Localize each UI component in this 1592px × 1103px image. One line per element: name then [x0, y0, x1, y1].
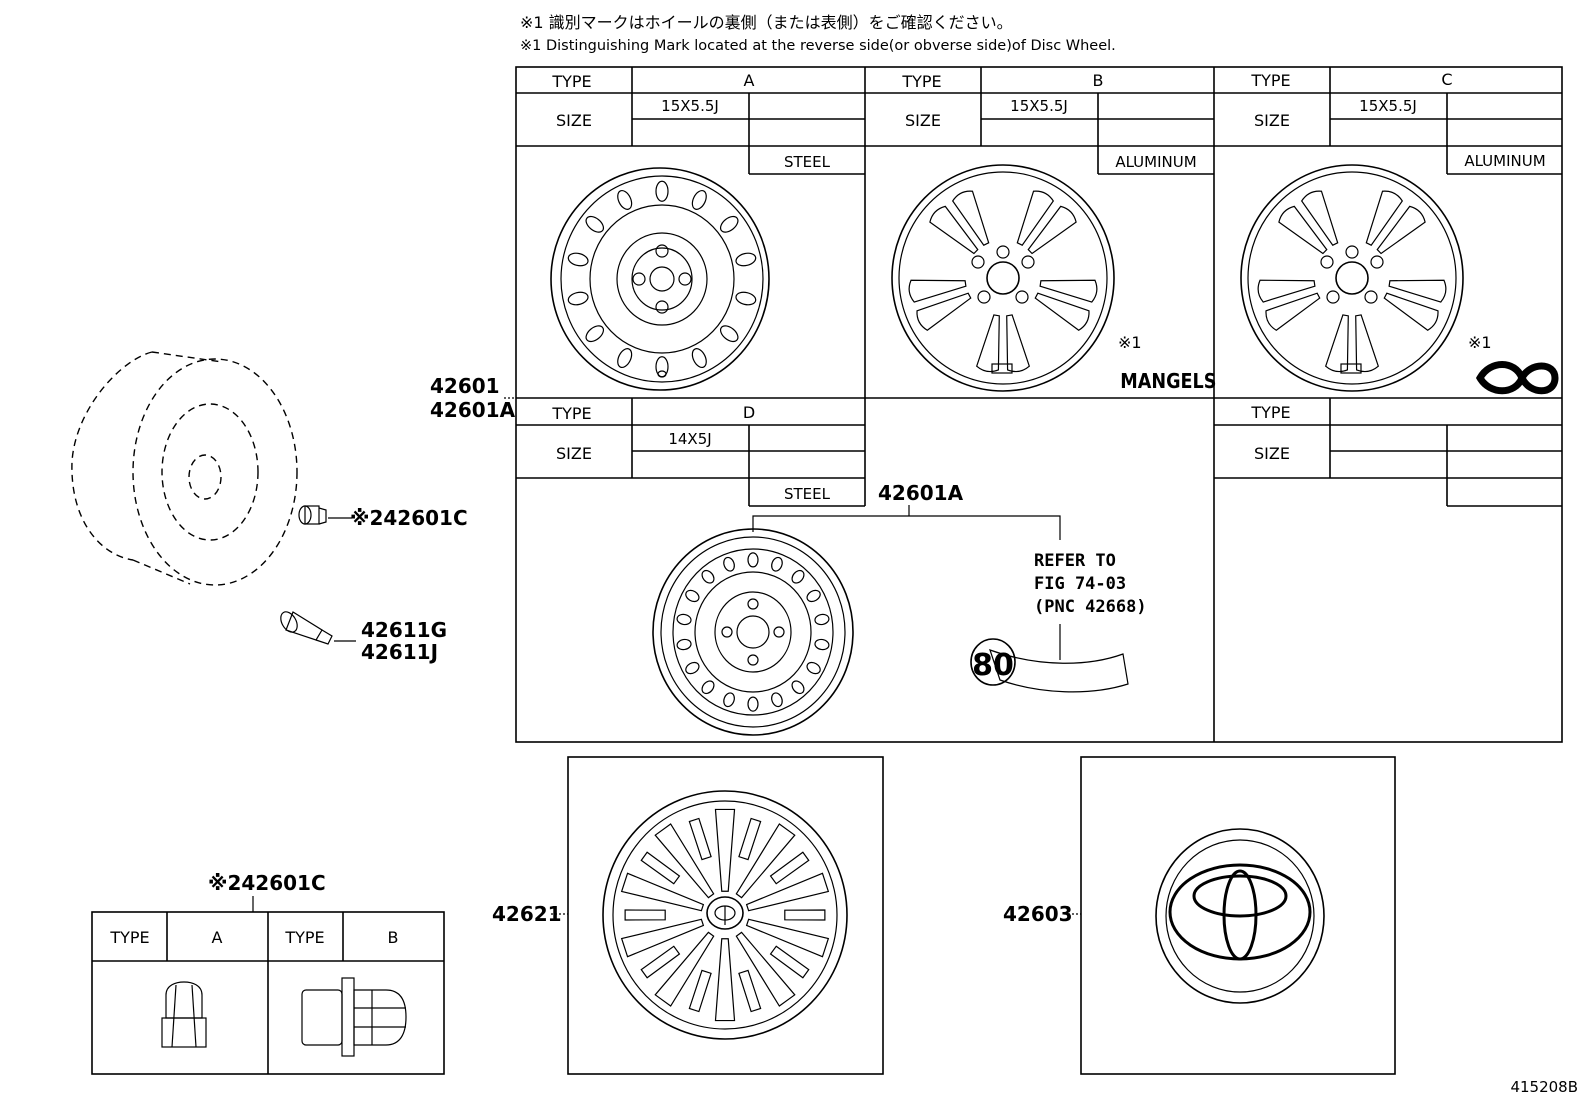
steel-wheel-type-a-drawing	[550, 167, 770, 391]
refer-line-1: REFER TO	[1034, 551, 1116, 571]
lug-nut-drawing	[298, 505, 352, 525]
type-value-c: C	[1441, 70, 1452, 89]
callout-nut: ※242601C	[350, 506, 468, 530]
nut-type-header-b: TYPE	[284, 928, 324, 947]
speed-label-sticker: 80	[970, 638, 1129, 693]
center-ornament-box	[1080, 756, 1396, 1075]
callout-42601: 42601	[430, 374, 500, 398]
material-c: ALUMINUM	[1464, 152, 1545, 170]
size-header-d: SIZE	[556, 444, 592, 463]
type-header-d: TYPE	[551, 404, 591, 423]
material-b: ALUMINUM	[1115, 153, 1196, 171]
tire-outline-drawing	[71, 351, 298, 586]
type-value-b: B	[1093, 71, 1104, 90]
wheel-type-table: TYPE A SIZE 15X5.5J STEEL TYPE B SIZE 15…	[515, 66, 1563, 743]
spare-wheel-type-d-drawing	[652, 528, 854, 736]
callout-valve-42611j: 42611J	[361, 640, 438, 664]
type-value-d: D	[743, 403, 755, 422]
nut-type-a-drawing	[161, 981, 207, 1048]
mangels-mark: MANGELS	[1120, 371, 1216, 393]
callout-42601a: 42601A	[430, 398, 516, 422]
size-header-a: SIZE	[556, 111, 592, 130]
callout-spare-42601a: 42601A	[878, 481, 964, 505]
size-value-d: 14X5J	[668, 430, 711, 448]
refer-line-2: FIG 74-03	[1034, 574, 1126, 594]
aluminum-wheel-type-c-drawing	[1240, 164, 1464, 392]
infinity-mark-icon	[1475, 361, 1559, 395]
size-value-c: 15X5.5J	[1359, 97, 1417, 115]
nut-type-value-a: A	[212, 928, 223, 947]
callout-wheel-cap: 42621	[492, 902, 562, 926]
valve-stem-drawing	[280, 611, 356, 645]
wheel-cap-box	[567, 756, 884, 1075]
size-value-a: 15X5.5J	[661, 97, 719, 115]
figure-code: 415208B	[1510, 1078, 1578, 1096]
speed-label-80: 80	[972, 648, 1014, 683]
callout-center-ornament: 42603	[1003, 902, 1073, 926]
type-header-empty: TYPE	[1250, 403, 1290, 422]
size-value-b: 15X5.5J	[1010, 97, 1068, 115]
nut-type-b-drawing	[301, 977, 407, 1057]
size-header-b: SIZE	[905, 111, 941, 130]
nut-type-header-a: TYPE	[109, 928, 149, 947]
material-a: STEEL	[784, 153, 831, 171]
type-header-b: TYPE	[901, 72, 941, 91]
mark-ref-b: ※1	[1118, 333, 1142, 352]
toyota-logo-icon	[1168, 863, 1312, 961]
note-japanese: ※1 識別マークはホイールの裏側（または表側）をご確認ください。	[520, 13, 1013, 32]
note-english: ※1 Distinguishing Mark located at the re…	[520, 38, 1116, 54]
type-value-a: A	[744, 71, 755, 90]
callout-valve-42611g: 42611G	[361, 618, 447, 642]
mark-ref-c: ※1	[1468, 333, 1492, 352]
nut-type-value-b: B	[388, 928, 399, 947]
size-header-c: SIZE	[1254, 111, 1290, 130]
type-header-a: TYPE	[551, 72, 591, 91]
type-header-c: TYPE	[1250, 71, 1290, 90]
size-header-empty: SIZE	[1254, 444, 1290, 463]
nut-type-table: TYPE A TYPE B	[91, 911, 445, 1075]
material-d: STEEL	[784, 485, 831, 503]
aluminum-wheel-type-b-drawing	[891, 164, 1115, 392]
nut-table-title: ※242601C	[208, 871, 326, 895]
refer-line-3: (PNC 42668)	[1034, 597, 1147, 617]
